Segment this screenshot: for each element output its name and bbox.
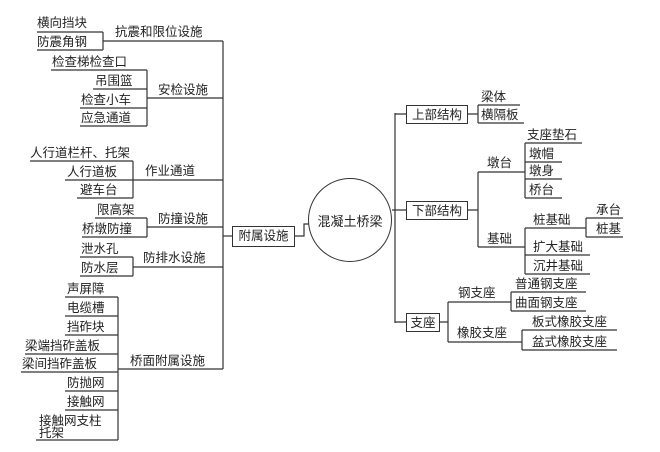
group-inspection: 安检设施 xyxy=(158,82,209,97)
item-bearing-pad-stone: 支座垫石 xyxy=(527,127,578,142)
node-foundation: 基础 xyxy=(487,231,513,246)
node-ancillary: 附属设施 xyxy=(232,226,295,247)
item-anti-throw-net: 防抛网 xyxy=(67,375,105,390)
item-pier-body: 墩身 xyxy=(529,163,555,178)
item-caisson-foundation: 沉井基础 xyxy=(533,258,584,273)
item-inspection-cart: 检查小车 xyxy=(81,92,132,107)
item-waterproof-layer: 防水层 xyxy=(81,260,119,275)
node-rubber-bearing: 橡胶支座 xyxy=(457,325,508,340)
item-sound-barrier: 声屏障 xyxy=(67,281,105,296)
item-seismic-angle-steel: 防震角钢 xyxy=(37,34,88,49)
item-emergency-passage: 应急通道 xyxy=(81,110,132,125)
item-bracket: 托架 xyxy=(39,425,65,440)
item-curved-steel-bearing: 曲面钢支座 xyxy=(515,295,578,310)
node-bearing: 支座 xyxy=(406,313,440,332)
group-work-passage: 作业通道 xyxy=(145,163,196,178)
item-cable-trough: 电缆槽 xyxy=(67,300,105,315)
root-node: 混凝土桥梁 xyxy=(308,178,392,262)
group-seismic-limit: 抗震和限位设施 xyxy=(115,24,203,39)
item-hanging-basket: 吊围篮 xyxy=(95,73,133,88)
item-ordinary-steel-bearing: 普通钢支座 xyxy=(515,276,578,291)
item-refuge-platform: 避车台 xyxy=(80,182,118,197)
item-spread-foundation: 扩大基础 xyxy=(533,239,584,254)
item-pile: 桩基 xyxy=(596,221,622,236)
item-abutment: 桥台 xyxy=(529,182,555,197)
node-pier-abutment: 墩台 xyxy=(487,155,513,170)
item-diaphragm: 横隔板 xyxy=(481,107,519,122)
item-pier-cap: 墩帽 xyxy=(529,146,555,161)
item-pile-cap: 承台 xyxy=(596,202,622,217)
node-superstructure: 上部结构 xyxy=(406,105,468,124)
item-pier-anticollision: 桥墩防撞 xyxy=(82,221,133,236)
item-height-limiter: 限高架 xyxy=(97,202,135,217)
item-beam-gap-cover: 梁间挡砟盖板 xyxy=(22,356,98,371)
item-ballast-block: 挡砟块 xyxy=(67,319,105,334)
item-lateral-stopper: 横向挡块 xyxy=(37,15,88,30)
item-catenary-pole: 接触网支柱 xyxy=(39,413,102,428)
node-pile-foundation: 桩基础 xyxy=(533,212,571,227)
item-girder: 梁体 xyxy=(481,89,507,104)
root-label: 混凝土桥梁 xyxy=(317,214,383,230)
node-substructure: 下部结构 xyxy=(406,201,468,220)
item-inspection-ladder: 检查梯检查口 xyxy=(52,54,128,69)
item-sidewalk-slab: 人行道板 xyxy=(67,164,118,179)
item-pot-rubber-bearing: 盆式橡胶支座 xyxy=(532,334,608,349)
item-beam-end-cover: 梁端挡砟盖板 xyxy=(25,338,101,353)
item-plate-rubber-bearing: 板式橡胶支座 xyxy=(532,314,608,329)
item-drain-hole: 泄水孔 xyxy=(81,241,119,256)
group-deck-ancillary: 桥面附属设施 xyxy=(130,353,206,368)
node-steel-bearing: 钢支座 xyxy=(458,285,496,300)
group-drainage: 防排水设施 xyxy=(143,250,206,265)
item-sidewalk-railing: 人行道栏杆、托架 xyxy=(30,145,131,160)
item-catenary: 接触网 xyxy=(67,394,105,409)
group-anticollision: 防撞设施 xyxy=(158,211,209,226)
